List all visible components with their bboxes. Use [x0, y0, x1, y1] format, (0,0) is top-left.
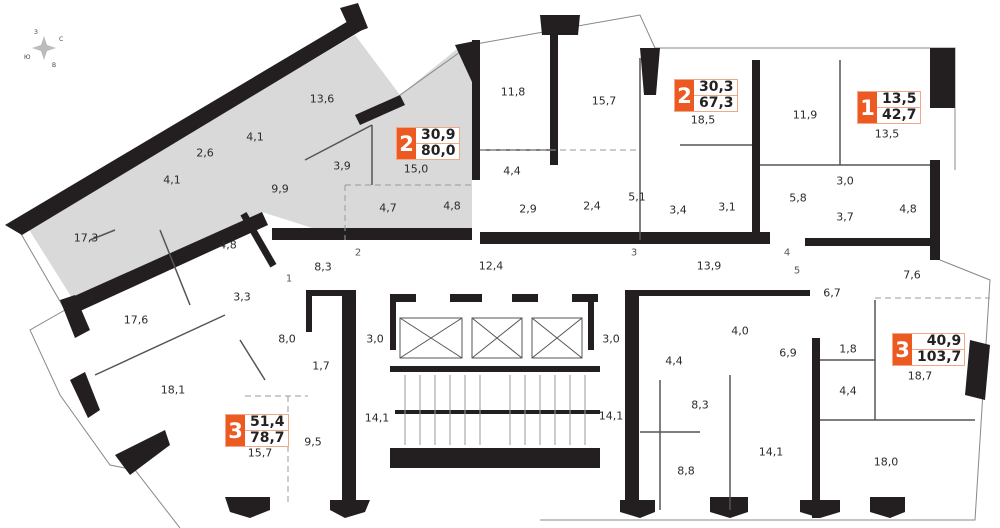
room-count: 3	[226, 415, 245, 446]
total-area: 80,0	[421, 143, 456, 159]
room-area: 3,4	[669, 203, 687, 217]
total-area: 78,7	[250, 430, 285, 446]
room-area: 8,0	[278, 332, 296, 346]
room-count: 2	[397, 128, 416, 159]
room-area: 4,8	[899, 202, 917, 216]
compass-north: С	[59, 36, 64, 43]
room-area: 14,1	[364, 411, 390, 425]
room-area: 5,8	[789, 191, 807, 205]
room-area: 2,9	[519, 202, 537, 216]
room-area: 8,3	[691, 398, 709, 412]
walls	[5, 3, 990, 518]
room-area: 6,9	[779, 346, 797, 360]
living-area: 40,9	[912, 334, 965, 350]
living-area: 30,3	[694, 80, 737, 96]
entrance-number: 1	[285, 273, 293, 285]
living-area: 51,4	[245, 415, 288, 431]
room-area: 3,0	[602, 332, 620, 346]
room-count: 3	[893, 334, 912, 365]
room-area: 3,9	[333, 159, 351, 173]
room-area: 15,0	[403, 162, 429, 176]
room-area: 2,6	[196, 146, 214, 160]
compass-west: З	[34, 29, 38, 36]
compass-icon	[32, 36, 56, 60]
total-area: 42,7	[882, 107, 917, 123]
room-area: 4,1	[163, 173, 181, 187]
compass-east: В	[52, 62, 57, 69]
room-area: 11,9	[792, 108, 818, 122]
room-area: 2,4	[583, 199, 601, 213]
room-area: 9,5	[304, 435, 322, 449]
room-area: 11,8	[500, 85, 526, 99]
room-area: 13,5	[874, 127, 900, 141]
elevators	[399, 317, 583, 359]
room-count: 1	[858, 92, 877, 123]
room-area: 9,9	[271, 182, 289, 196]
room-area: 4,8	[443, 199, 461, 213]
room-area: 6,7	[823, 286, 841, 300]
room-area: 14,1	[598, 409, 624, 423]
room-area: 4,1	[246, 130, 264, 144]
room-area: 3,3	[233, 290, 251, 304]
stairs	[404, 375, 586, 445]
total-area: 103,7	[917, 349, 962, 365]
room-area: 8,8	[677, 464, 695, 478]
room-area: 4,8	[219, 238, 237, 252]
room-area: 8,3	[314, 260, 332, 274]
room-area: 3,0	[836, 174, 854, 188]
entrance-number: 3	[630, 247, 638, 259]
room-area: 13,6	[309, 92, 335, 106]
compass-south: Ю	[24, 54, 31, 61]
room-area: 4,4	[503, 164, 521, 178]
room-area: 18,0	[873, 455, 899, 469]
room-count: 2	[675, 80, 694, 111]
entrance-number: 5	[793, 265, 801, 277]
room-area: 3,7	[836, 210, 854, 224]
partitions	[89, 58, 975, 510]
room-area: 17,3	[73, 231, 99, 245]
living-area: 30,9	[416, 128, 459, 144]
room-area: 7,6	[903, 268, 921, 282]
room-area: 12,4	[478, 259, 504, 273]
room-area: 15,7	[591, 94, 617, 108]
room-area: 18,1	[160, 383, 186, 397]
room-area: 3,1	[718, 200, 736, 214]
room-area: 4,4	[665, 354, 683, 368]
room-area: 18,7	[907, 369, 933, 383]
entrance-number: 4	[783, 247, 791, 259]
room-area: 18,5	[690, 113, 716, 127]
room-area: 4,0	[731, 324, 749, 338]
room-area: 15,7	[247, 446, 273, 460]
room-area: 5,1	[628, 190, 646, 204]
living-area: 13,5	[877, 92, 920, 108]
room-area: 4,7	[379, 201, 397, 215]
total-area: 67,3	[699, 95, 734, 111]
room-area: 13,9	[696, 259, 722, 273]
room-area: 3,0	[366, 332, 384, 346]
entrance-number: 2	[354, 247, 362, 259]
room-area: 14,1	[758, 445, 784, 459]
room-area: 1,7	[312, 359, 330, 373]
zone-dividers	[245, 149, 990, 505]
room-area: 1,8	[839, 342, 857, 356]
room-area: 4,4	[839, 384, 857, 398]
room-area: 17,6	[123, 313, 149, 327]
